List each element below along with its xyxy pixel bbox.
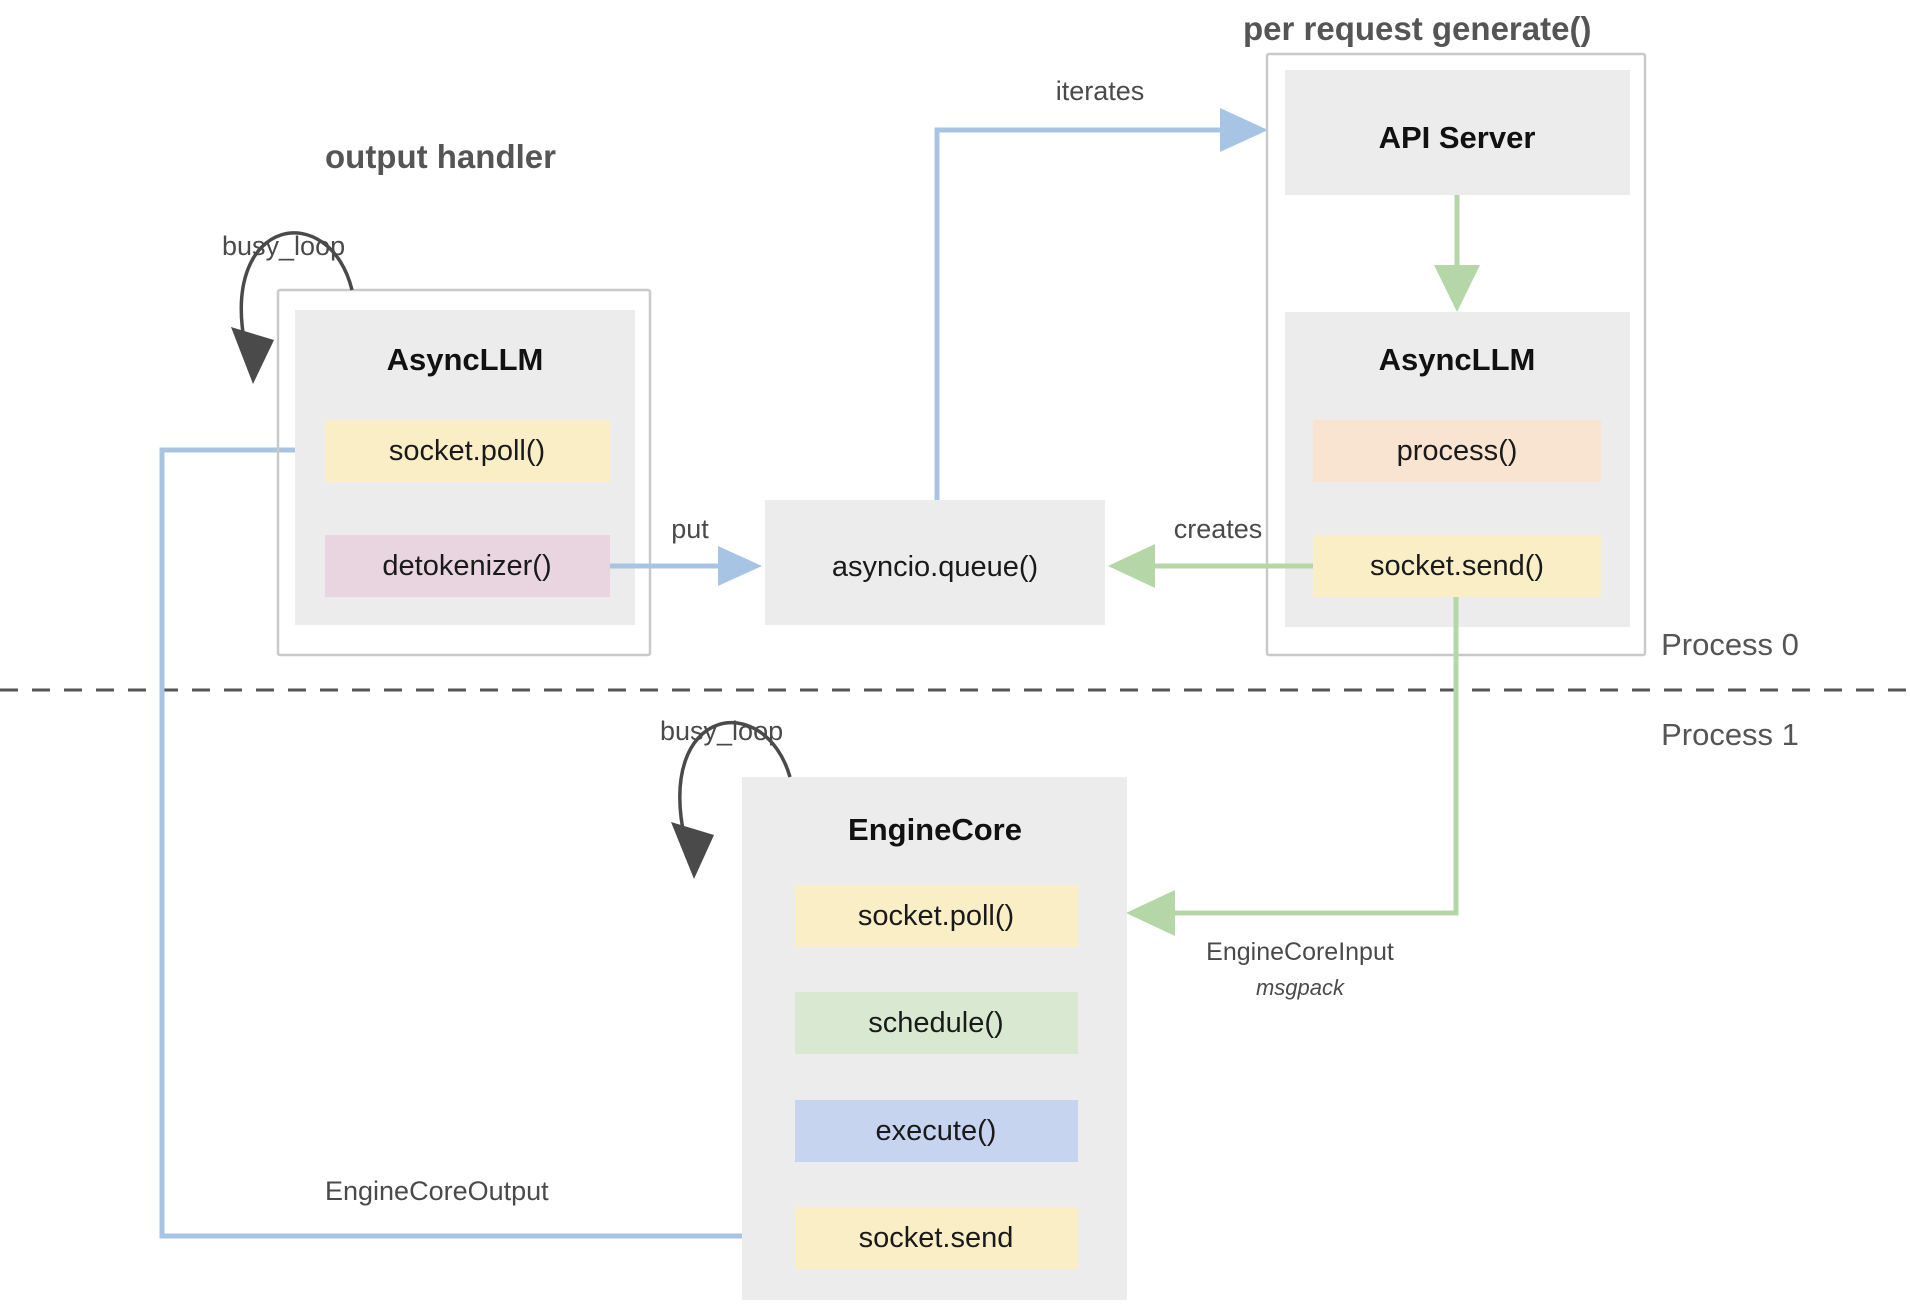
- api-server-title: API Server: [1379, 120, 1536, 155]
- iterates-arrowhead: [1220, 108, 1268, 152]
- api-server-box[interactable]: [1285, 70, 1630, 195]
- output-handler-busy-loop-arc: [239, 231, 354, 346]
- engine-core-output-flow: [159, 447, 790, 1239]
- output-handler-box-title: AsyncLLM: [387, 342, 544, 377]
- chip-process[interactable]: [1313, 420, 1601, 482]
- per-request-asyncllm-title: AsyncLLM: [1379, 342, 1536, 377]
- creates-label: creates: [1174, 514, 1263, 544]
- asyncio-queue-box[interactable]: [765, 500, 1105, 625]
- engine-core-output-label: EngineCoreOutput: [325, 1176, 549, 1206]
- put-label: put: [671, 514, 709, 544]
- output-handler-frame: [276, 288, 652, 657]
- chip-engine-socket-poll-label: socket.poll(): [858, 900, 1014, 932]
- engine-core-input-format-label: msgpack: [1256, 975, 1345, 1000]
- chip-engine-socket-poll[interactable]: [795, 885, 1078, 947]
- chip-socket-send-async[interactable]: [1313, 535, 1601, 597]
- iterates-flow: [934, 127, 1220, 500]
- engine-core-busy-loop-arc: [678, 720, 792, 841]
- chip-execute[interactable]: [795, 1100, 1078, 1162]
- engine-core-title: EngineCore: [848, 812, 1022, 847]
- per-request-title: per request generate(): [1243, 10, 1591, 47]
- put-arrowhead: [718, 546, 762, 586]
- output-handler-busy-loop-label: busy_loop: [222, 231, 345, 261]
- engine-core-busy-loop-arrowhead: [671, 822, 714, 879]
- output-handler-title: output handler: [325, 138, 556, 175]
- chip-output-socket-poll[interactable]: [325, 420, 610, 482]
- api-to-asyncllm-arrowhead: [1434, 265, 1480, 312]
- engine-core-input-label: EngineCoreInput: [1206, 938, 1394, 966]
- chip-schedule[interactable]: [795, 992, 1078, 1054]
- chip-engine-socket-send[interactable]: [795, 1207, 1078, 1269]
- chip-engine-socket-send-label: socket.send: [859, 1222, 1014, 1254]
- creates-arrowhead: [1108, 544, 1155, 588]
- engine-core-busy-loop-label: busy_loop: [660, 716, 783, 746]
- chip-process-label: process(): [1397, 435, 1518, 467]
- chip-detokenizer[interactable]: [325, 535, 610, 597]
- output-handler-busy-loop-arrowhead: [231, 327, 274, 384]
- engine-core-input-arrowhead: [1126, 890, 1175, 936]
- chip-detokenizer-label: detokenizer(): [382, 550, 551, 582]
- process-label-top: Process 0: [1661, 627, 1799, 662]
- engine-core-input-flow: [1175, 597, 1459, 916]
- asyncio-queue-label: asyncio.queue(): [832, 551, 1038, 583]
- chip-schedule-label: schedule(): [868, 1007, 1003, 1039]
- chip-output-socket-poll-label: socket.poll(): [389, 435, 545, 467]
- chip-socket-send-async-label: socket.send(): [1370, 550, 1544, 582]
- iterates-label: iterates: [1056, 76, 1145, 106]
- chip-execute-label: execute(): [876, 1115, 997, 1147]
- process-label-bottom: Process 1: [1661, 717, 1799, 752]
